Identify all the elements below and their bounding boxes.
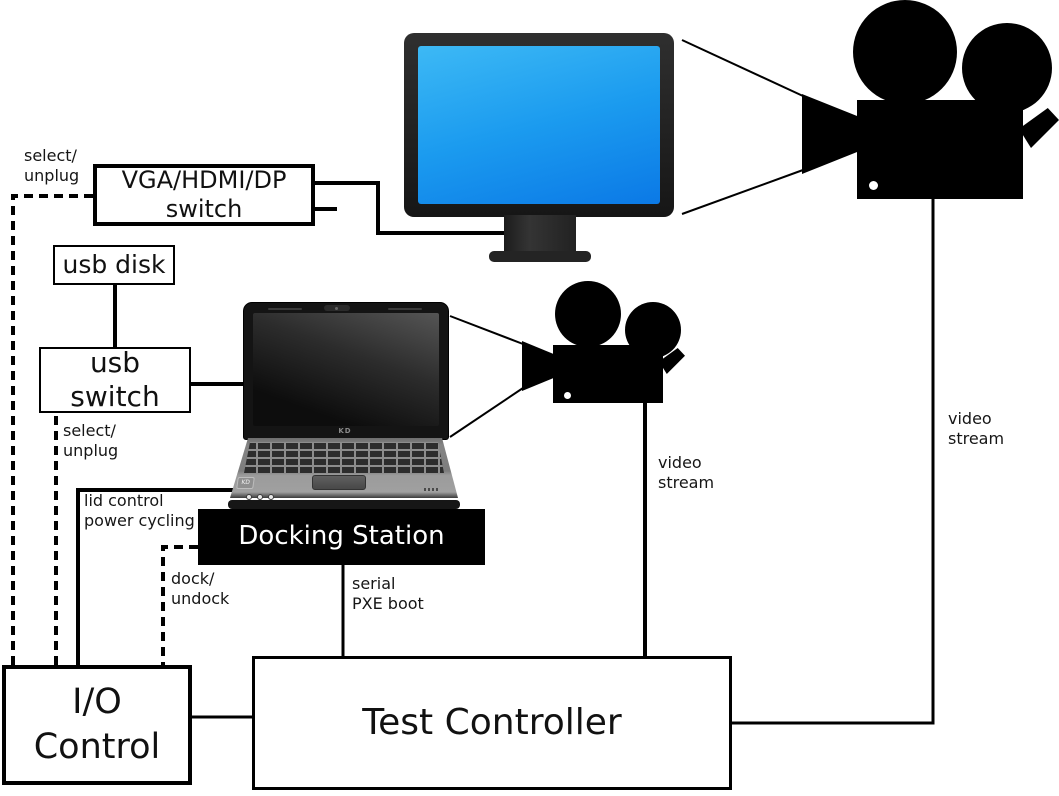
usb-disk-box: usb disk [53,245,175,285]
docking-station-label: Docking Station [238,521,445,552]
label-select-unplug-video: select/ unplug [24,146,80,186]
laptop-speaker-grille-left [268,308,302,310]
label-video-stream-monitor: video stream [948,409,1005,449]
edge-dock-undock [161,545,198,665]
docking-station-box: Docking Station [198,509,485,565]
test-controller-box: Test Controller [252,656,732,790]
usb-disk-label: usb disk [62,249,166,279]
laptop-bezel-logo: KD [338,427,352,435]
label-select-unplug-usb: select/ unplug [63,421,119,461]
monitor-screen [418,46,660,204]
laptop: KD KD [228,300,460,510]
vga-hdmi-dp-switch-label: VGA/HDMI/DP switch [121,165,287,223]
edge-vga-switch-to-monitor [313,181,516,235]
camera-body [553,345,663,403]
laptop-trackpad [312,475,366,490]
laptop-front-button-3 [268,494,274,500]
edge-select-unplug-video-switch [11,194,93,665]
test-controller-label: Test Controller [362,702,622,744]
usb-switch-box: usb switch [39,345,191,413]
laptop-front-button-1 [246,494,252,500]
label-dock-undock: dock/ undock [171,569,230,609]
laptop-front-button-2 [257,494,263,500]
laptop-speaker-grille-right [388,308,422,310]
laptop-screen [253,313,439,426]
camera-body-dot [564,392,571,399]
camera-reel-left [853,0,957,104]
camera-body-dot [869,181,878,190]
laptop-camera-icon [515,280,685,405]
camera-crank-handle [1019,108,1059,148]
camera-lens-cone [522,341,556,391]
vga-hdmi-dp-switch-box: VGA/HDMI/DP switch [93,164,315,226]
camera-lens-cone [802,94,858,174]
laptop-keyboard [244,442,444,473]
io-control-box: I/O Control [2,665,192,785]
fov-line-monitor-bottom [681,169,804,215]
laptop-deck-logo: KD [236,477,255,489]
laptop-front-edge [228,500,460,509]
monitor-stand-base [489,251,591,262]
camera-reel-right [962,23,1052,113]
camera-body [857,100,1023,199]
label-lid-control-power-cycling: lid control power cycling [84,491,195,531]
laptop-webcam [324,305,350,311]
fov-line-laptop-bottom [449,387,524,438]
label-serial-pxe-boot: serial PXE boot [352,574,424,614]
label-video-stream-laptop: video stream [658,453,715,493]
edge-video-stream-monitor-camera [730,195,935,725]
camera-reel-left [555,281,621,347]
monitor [404,33,676,265]
laptop-port-leds [424,488,440,491]
fov-line-laptop-top [449,315,524,345]
usb-switch-label: usb switch [70,345,160,413]
edge-lid-control-power-cycling [76,488,258,665]
monitor-stand-neck [504,215,576,253]
monitor-camera-icon [800,0,1059,205]
io-control-label: I/O Control [33,681,161,768]
fov-line-monitor-top [681,39,804,97]
